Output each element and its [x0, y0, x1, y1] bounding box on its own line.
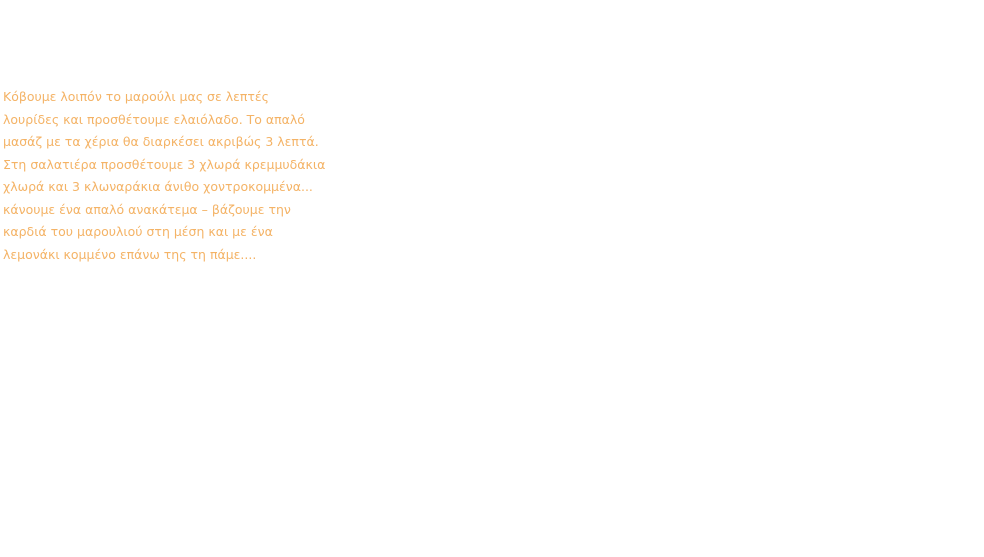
recipe-line-6: κάνουμε ένα απαλό ανακάτεμα – βάζουμε τη…: [3, 201, 291, 217]
recipe-line-1: Κόβουμε λοιπόν το μαρούλι μας σε λεπτές: [3, 89, 269, 104]
recipe-paragraph: Κόβουμε λοιπόν το μαρούλι μας σε λεπτές …: [3, 86, 343, 266]
recipe-line-3: μασάζ με τα χέρια θα διαρκέσει ακριβώς 3…: [3, 134, 319, 149]
recipe-line-8: λεμονάκι κομμένο επάνω της τη πάμε....: [3, 246, 257, 262]
recipe-line-4: Στη σαλατιέρα προσθέτουμε 3 χλωρά κρεμμυ…: [3, 156, 326, 172]
recipe-line-7: καρδιά του μαρουλιού στη μέση και με ένα: [3, 224, 273, 239]
recipe-line-5: χλωρά και 3 κλωναράκια άνιθο χοντροκομμέ…: [3, 179, 313, 194]
recipe-line-2: λουρίδες και προσθέτουμε ελαιόλαδο. Το α…: [3, 111, 305, 127]
